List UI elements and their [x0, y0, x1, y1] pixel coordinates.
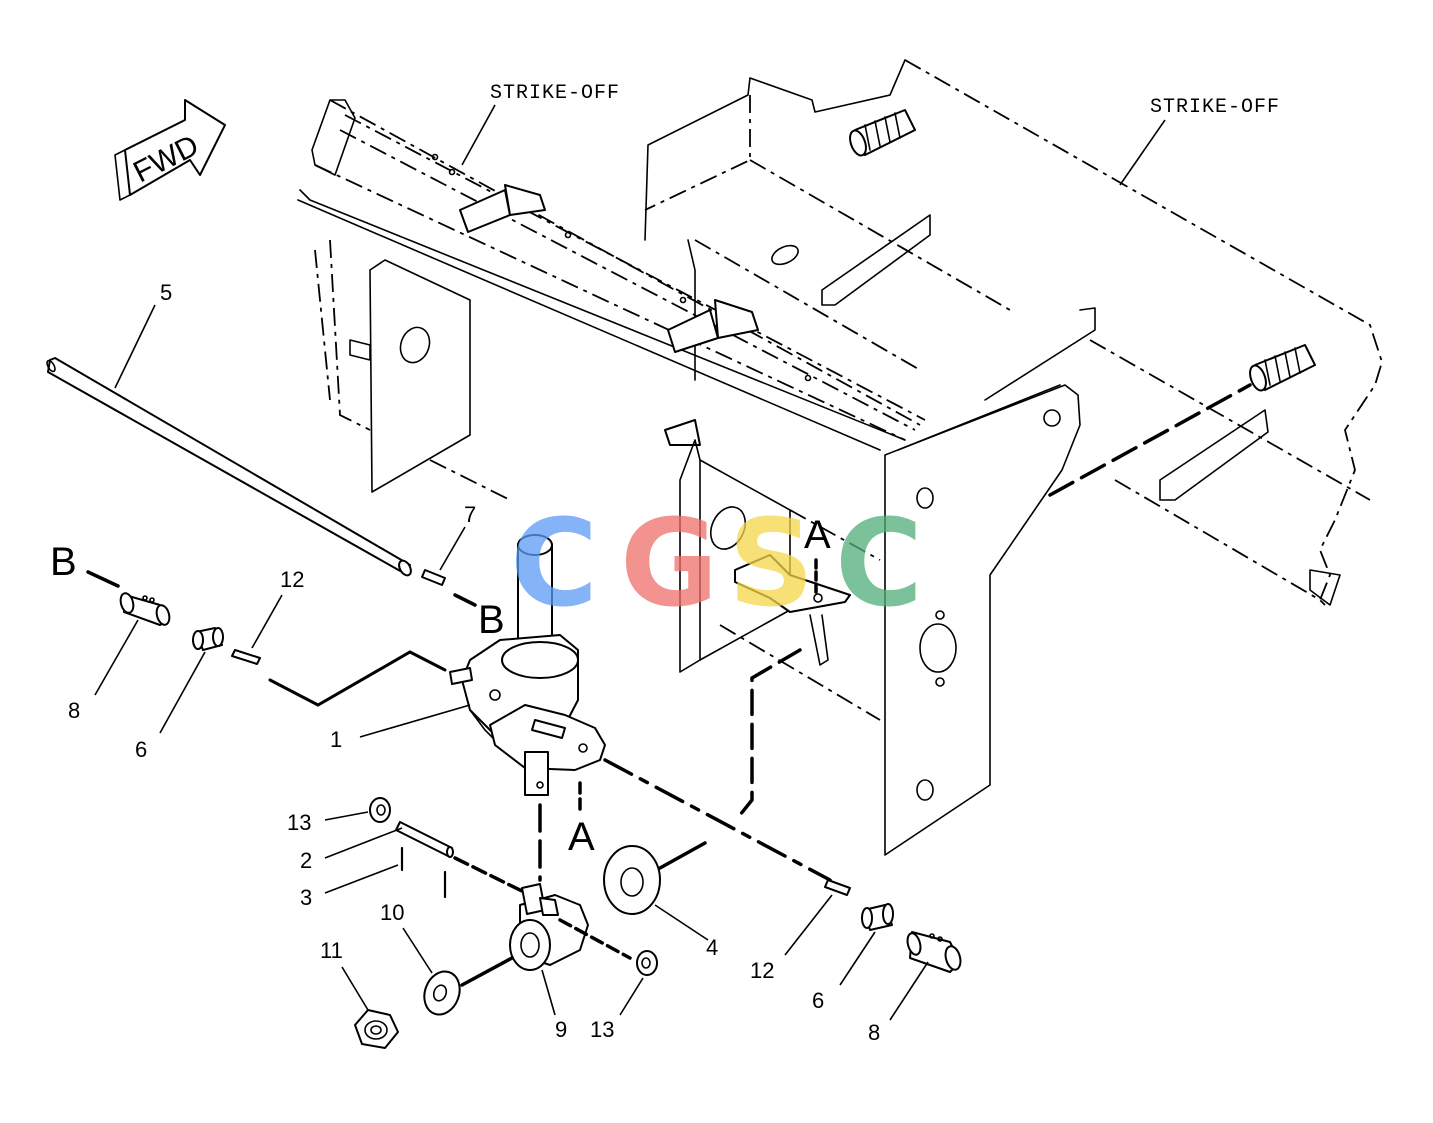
ref-b-right: B [478, 598, 505, 642]
part-3-cotter-pin [400, 846, 447, 899]
watermark-letter-s: S [728, 495, 814, 634]
part-12-key-right [824, 879, 851, 896]
strike-off-label-left: STRIKE-OFF [490, 82, 620, 105]
callout-8-left: 8 [68, 698, 80, 723]
watermark-letter-c1: C [510, 495, 598, 634]
part-11-nut [354, 1009, 399, 1049]
ref-b-left: B [50, 540, 77, 584]
fwd-arrow: FWD [114, 99, 226, 201]
spring-top [849, 109, 916, 157]
callout-12-right: 12 [750, 958, 774, 983]
callout-10: 10 [380, 900, 404, 925]
part-6-bushing-left [192, 627, 224, 651]
callout-4: 4 [706, 935, 718, 960]
watermark-letter-g: G [620, 495, 719, 634]
spring-right [1249, 344, 1316, 392]
callout-5: 5 [160, 280, 172, 305]
left-strike-off-beam [297, 99, 926, 721]
ref-a-bottom: A [568, 815, 595, 859]
cgsc-watermark: C G S C [510, 495, 923, 634]
part-10-washer [423, 970, 461, 1016]
part-1-gearbox [449, 534, 606, 796]
part-2-pin [395, 821, 454, 858]
callout-11: 11 [320, 938, 343, 963]
part-13-washer-bottom [636, 950, 658, 976]
part-13-washer-top [369, 797, 391, 823]
callout-9: 9 [555, 1017, 567, 1042]
callout-7: 7 [464, 502, 476, 527]
part-12-key-left [231, 649, 261, 665]
ref-a-top: A [804, 513, 831, 557]
callout-8-right: 8 [868, 1020, 880, 1045]
main-side-plate [884, 384, 1081, 856]
part-6-bushing-right [861, 903, 894, 931]
part-7-pin [421, 569, 446, 586]
callout-13-top: 13 [287, 810, 311, 835]
callout-6-left: 6 [135, 737, 147, 762]
callout-13-bottom: 13 [590, 1017, 614, 1042]
part-9-clevis [509, 883, 589, 971]
callout-3: 3 [300, 885, 312, 910]
callouts: 5 7 12 8 6 1 13 2 3 10 11 9 13 4 12 6 8 [68, 280, 880, 1045]
watermark-letter-c2: C [835, 495, 923, 634]
part-5-shaft [46, 357, 412, 577]
part-4-washer [603, 845, 661, 915]
right-strike-off-frame [644, 59, 1383, 606]
callout-2: 2 [300, 848, 312, 873]
part-8-coupling-right [906, 931, 962, 973]
part-8-coupling-left [119, 592, 171, 626]
callout-12-left: 12 [280, 567, 304, 592]
strike-off-label-right: STRIKE-OFF [1150, 96, 1280, 119]
callout-1: 1 [330, 727, 342, 752]
callout-6-right: 6 [812, 988, 824, 1013]
